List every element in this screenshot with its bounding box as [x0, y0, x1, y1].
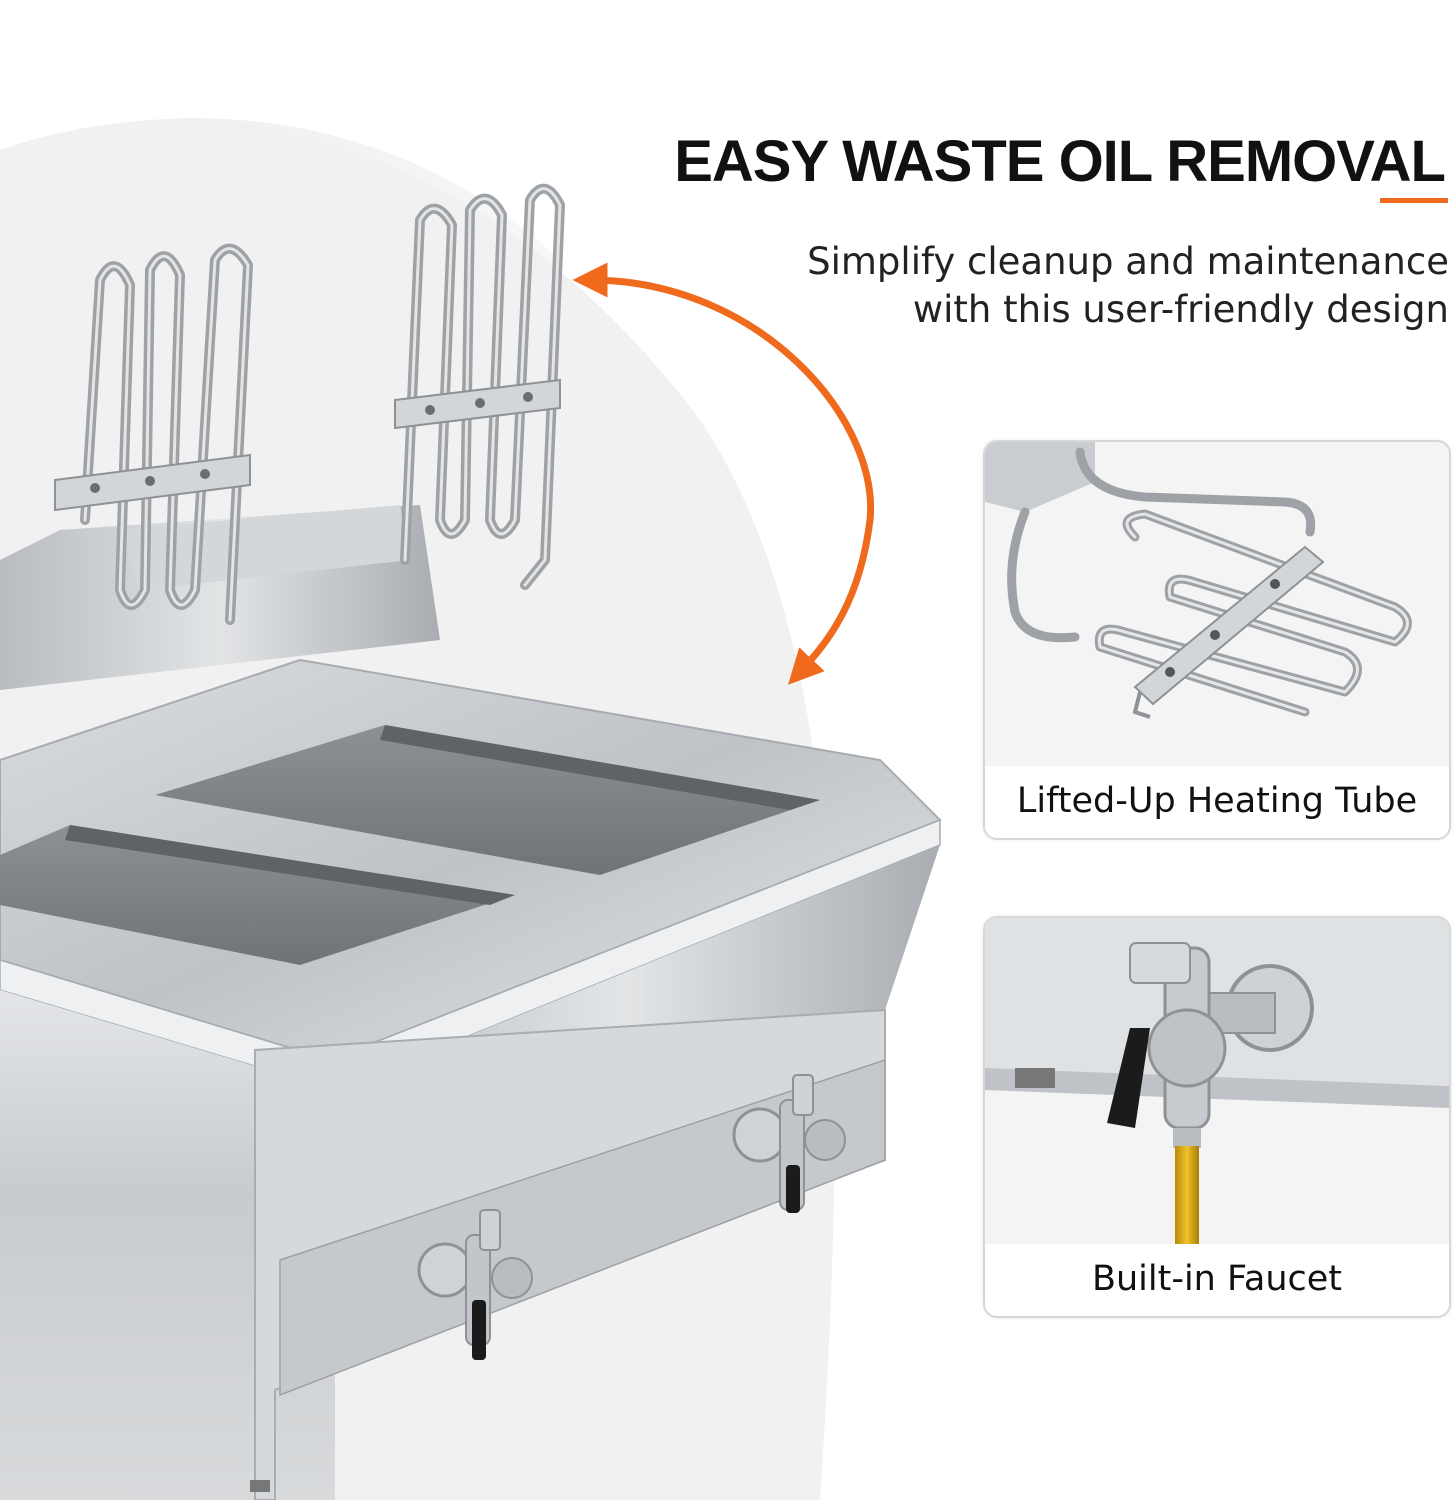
- feature-card-faucet: Built-in Faucet: [983, 916, 1451, 1318]
- headline-accent-line: [1380, 198, 1448, 203]
- heating-tube-caption: Lifted-Up Heating Tube: [985, 766, 1449, 838]
- subheadline-line-1: Simplify cleanup and maintenance: [807, 240, 1449, 283]
- faucet-caption: Built-in Faucet: [985, 1244, 1449, 1316]
- subheadline-line-2: with this user-friendly design: [912, 288, 1449, 331]
- headline: EASY WASTE OIL REMOVAL: [674, 129, 1446, 194]
- subheadline: Simplify cleanup and maintenance with th…: [807, 238, 1449, 334]
- heating-tube-photo: [985, 442, 1449, 766]
- faucet-photo: [985, 918, 1449, 1244]
- feature-card-heating-tube: Lifted-Up Heating Tube: [983, 440, 1451, 840]
